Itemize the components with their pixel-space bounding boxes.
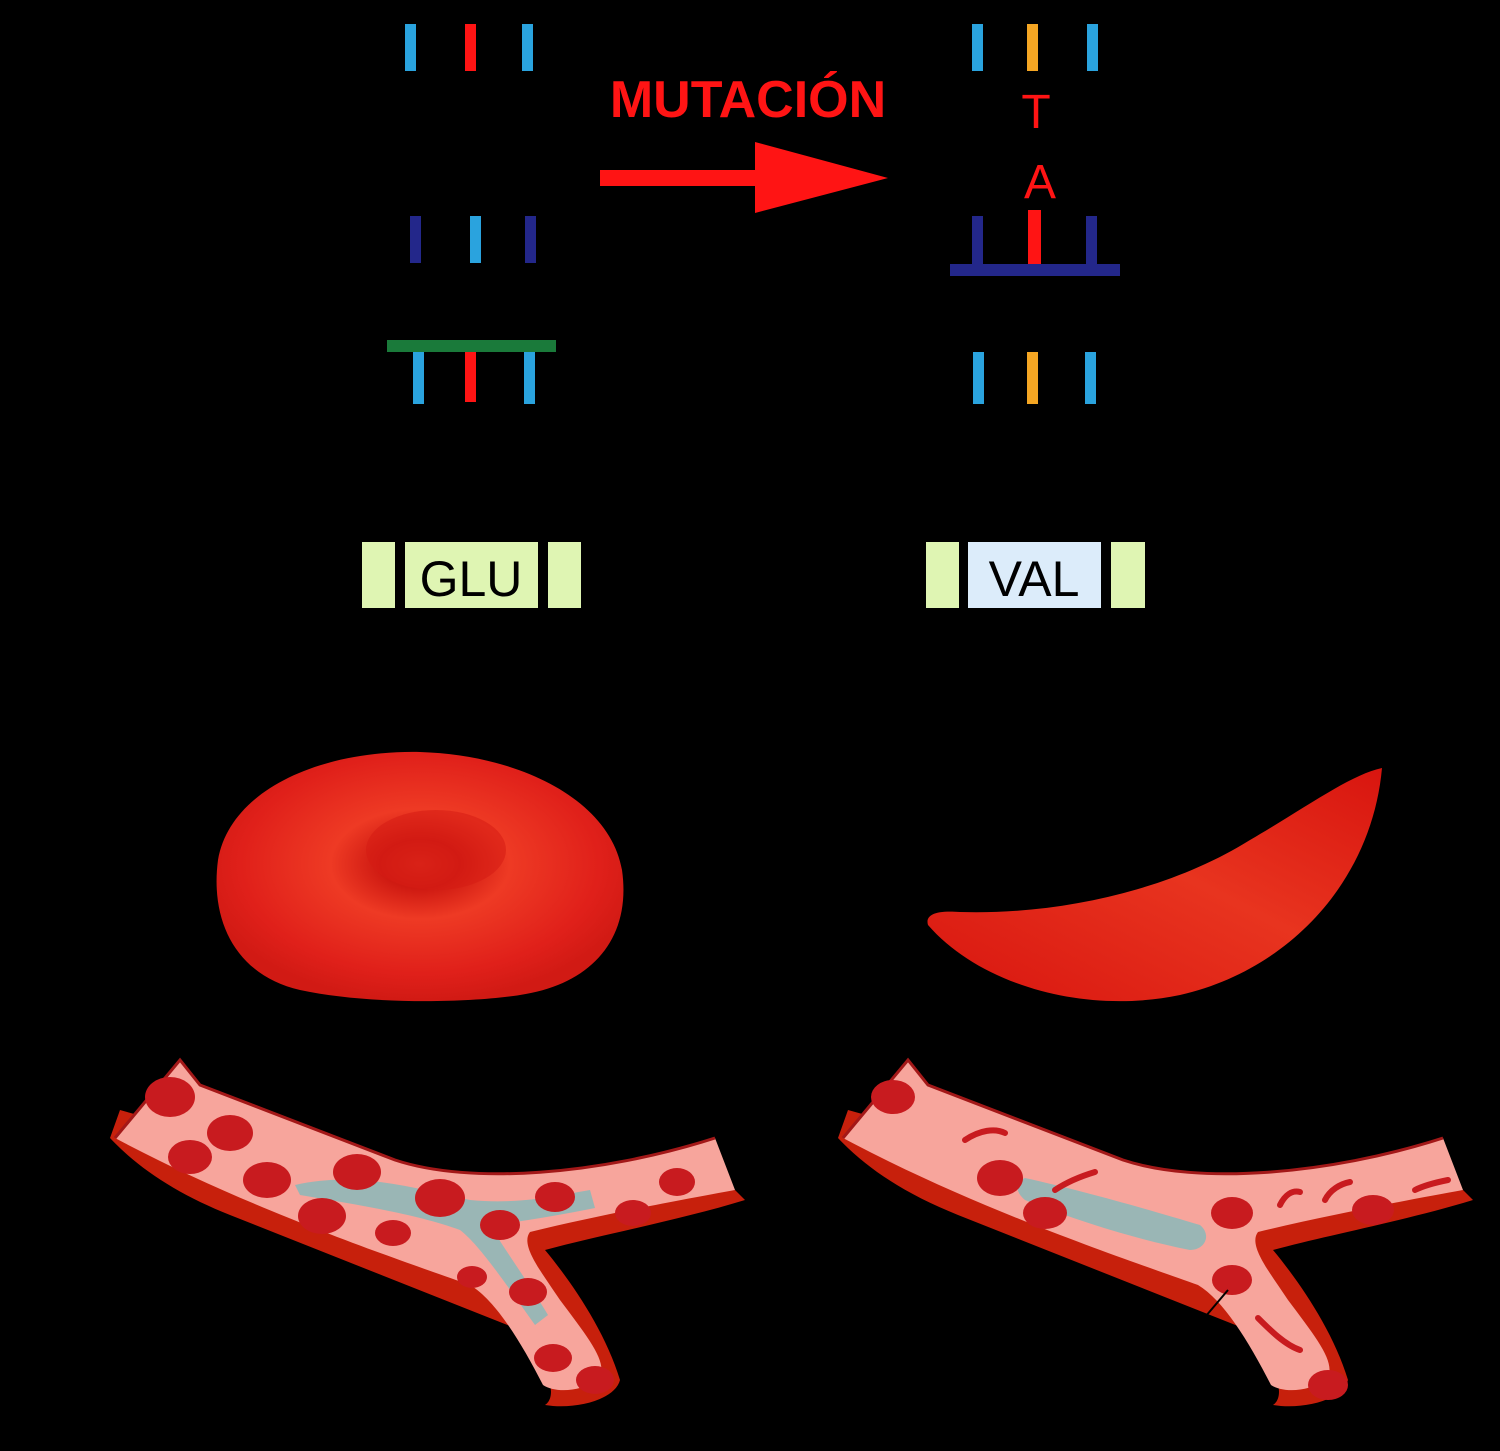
blood-cells xyxy=(871,1080,1394,1400)
mutation-arrow-icon xyxy=(600,142,888,213)
pointer-line xyxy=(1182,1289,1229,1344)
base-bar xyxy=(465,352,476,402)
base-bar xyxy=(973,352,984,404)
base-bar xyxy=(522,24,533,71)
base-bar xyxy=(1028,210,1041,268)
base-bar xyxy=(525,216,536,263)
base-bar xyxy=(405,24,416,71)
base-bar xyxy=(524,352,535,404)
base-bar xyxy=(1085,352,1096,404)
amino-label-val: VAL xyxy=(989,551,1080,607)
mutated-base-a: A xyxy=(1024,156,1056,209)
sickle-cell-icon xyxy=(927,768,1382,1002)
backbone-bar xyxy=(387,340,556,352)
amino-side-box xyxy=(362,542,395,608)
amino-chain-normal: GLU xyxy=(362,542,581,608)
base-bar xyxy=(1027,352,1038,404)
base-bar xyxy=(972,24,983,71)
base-bar xyxy=(465,24,476,71)
base-bar xyxy=(1087,24,1098,71)
normal-blood-vessel-icon xyxy=(110,1057,745,1407)
base-bar xyxy=(972,216,983,268)
base-bar xyxy=(1027,24,1038,71)
dna-normal xyxy=(387,24,556,404)
backbone-bar xyxy=(950,264,1120,276)
amino-side-box xyxy=(1111,542,1145,608)
base-bar xyxy=(470,216,481,263)
amino-side-box xyxy=(926,542,959,608)
mutated-base-t: T xyxy=(1021,86,1050,139)
sickle-cell-fragments xyxy=(962,1127,1451,1353)
amino-label-glu: GLU xyxy=(420,551,523,607)
amino-box-val xyxy=(968,542,1101,608)
blocked-blood-vessel-icon xyxy=(838,1057,1473,1407)
blood-cells xyxy=(145,1077,695,1394)
amino-chain-mutant: VAL xyxy=(926,542,1145,608)
amino-side-box xyxy=(548,542,581,608)
base-bar xyxy=(410,216,421,263)
base-bar xyxy=(1086,216,1097,268)
base-bar xyxy=(413,352,424,404)
dna-mutant: T A xyxy=(950,24,1120,404)
amino-box-glu xyxy=(405,542,538,608)
normal-red-blood-cell-icon xyxy=(216,751,624,1002)
mutation-label: MUTACIÓN xyxy=(610,71,886,129)
